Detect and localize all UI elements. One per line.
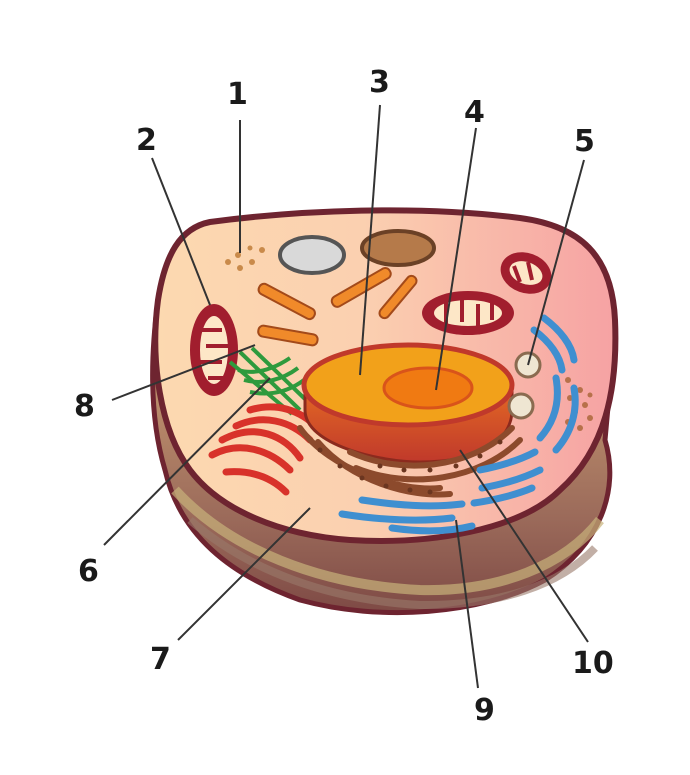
label-1: 1 (227, 77, 248, 112)
cytoplasm-granules-left (225, 245, 265, 271)
label-7: 7 (150, 642, 171, 677)
rough-er (297, 425, 523, 498)
nucleus (301, 342, 515, 464)
leader-lines (103, 104, 589, 689)
centrioles (257, 267, 418, 347)
mitochondrion-left (190, 304, 238, 396)
cell-side-band (171, 486, 604, 596)
mitochondrion-right (500, 252, 552, 294)
smooth-er-blue (338, 314, 579, 535)
vacuole-brown (360, 229, 436, 267)
label-5: 5 (574, 124, 595, 159)
mitochondrion-center (422, 291, 514, 335)
label-8: 8 (74, 389, 95, 424)
label-9: 9 (474, 693, 495, 728)
vacuole-gray (278, 235, 346, 275)
label-3: 3 (369, 65, 390, 100)
label-6: 6 (78, 554, 99, 589)
label-2: 2 (136, 123, 157, 158)
nucleolus (382, 366, 474, 410)
ribosomes (317, 439, 503, 495)
vesicle-lower (507, 392, 535, 420)
label-4: 4 (464, 95, 485, 130)
label-10: 10 (572, 646, 614, 681)
cell-side-band (187, 516, 598, 610)
